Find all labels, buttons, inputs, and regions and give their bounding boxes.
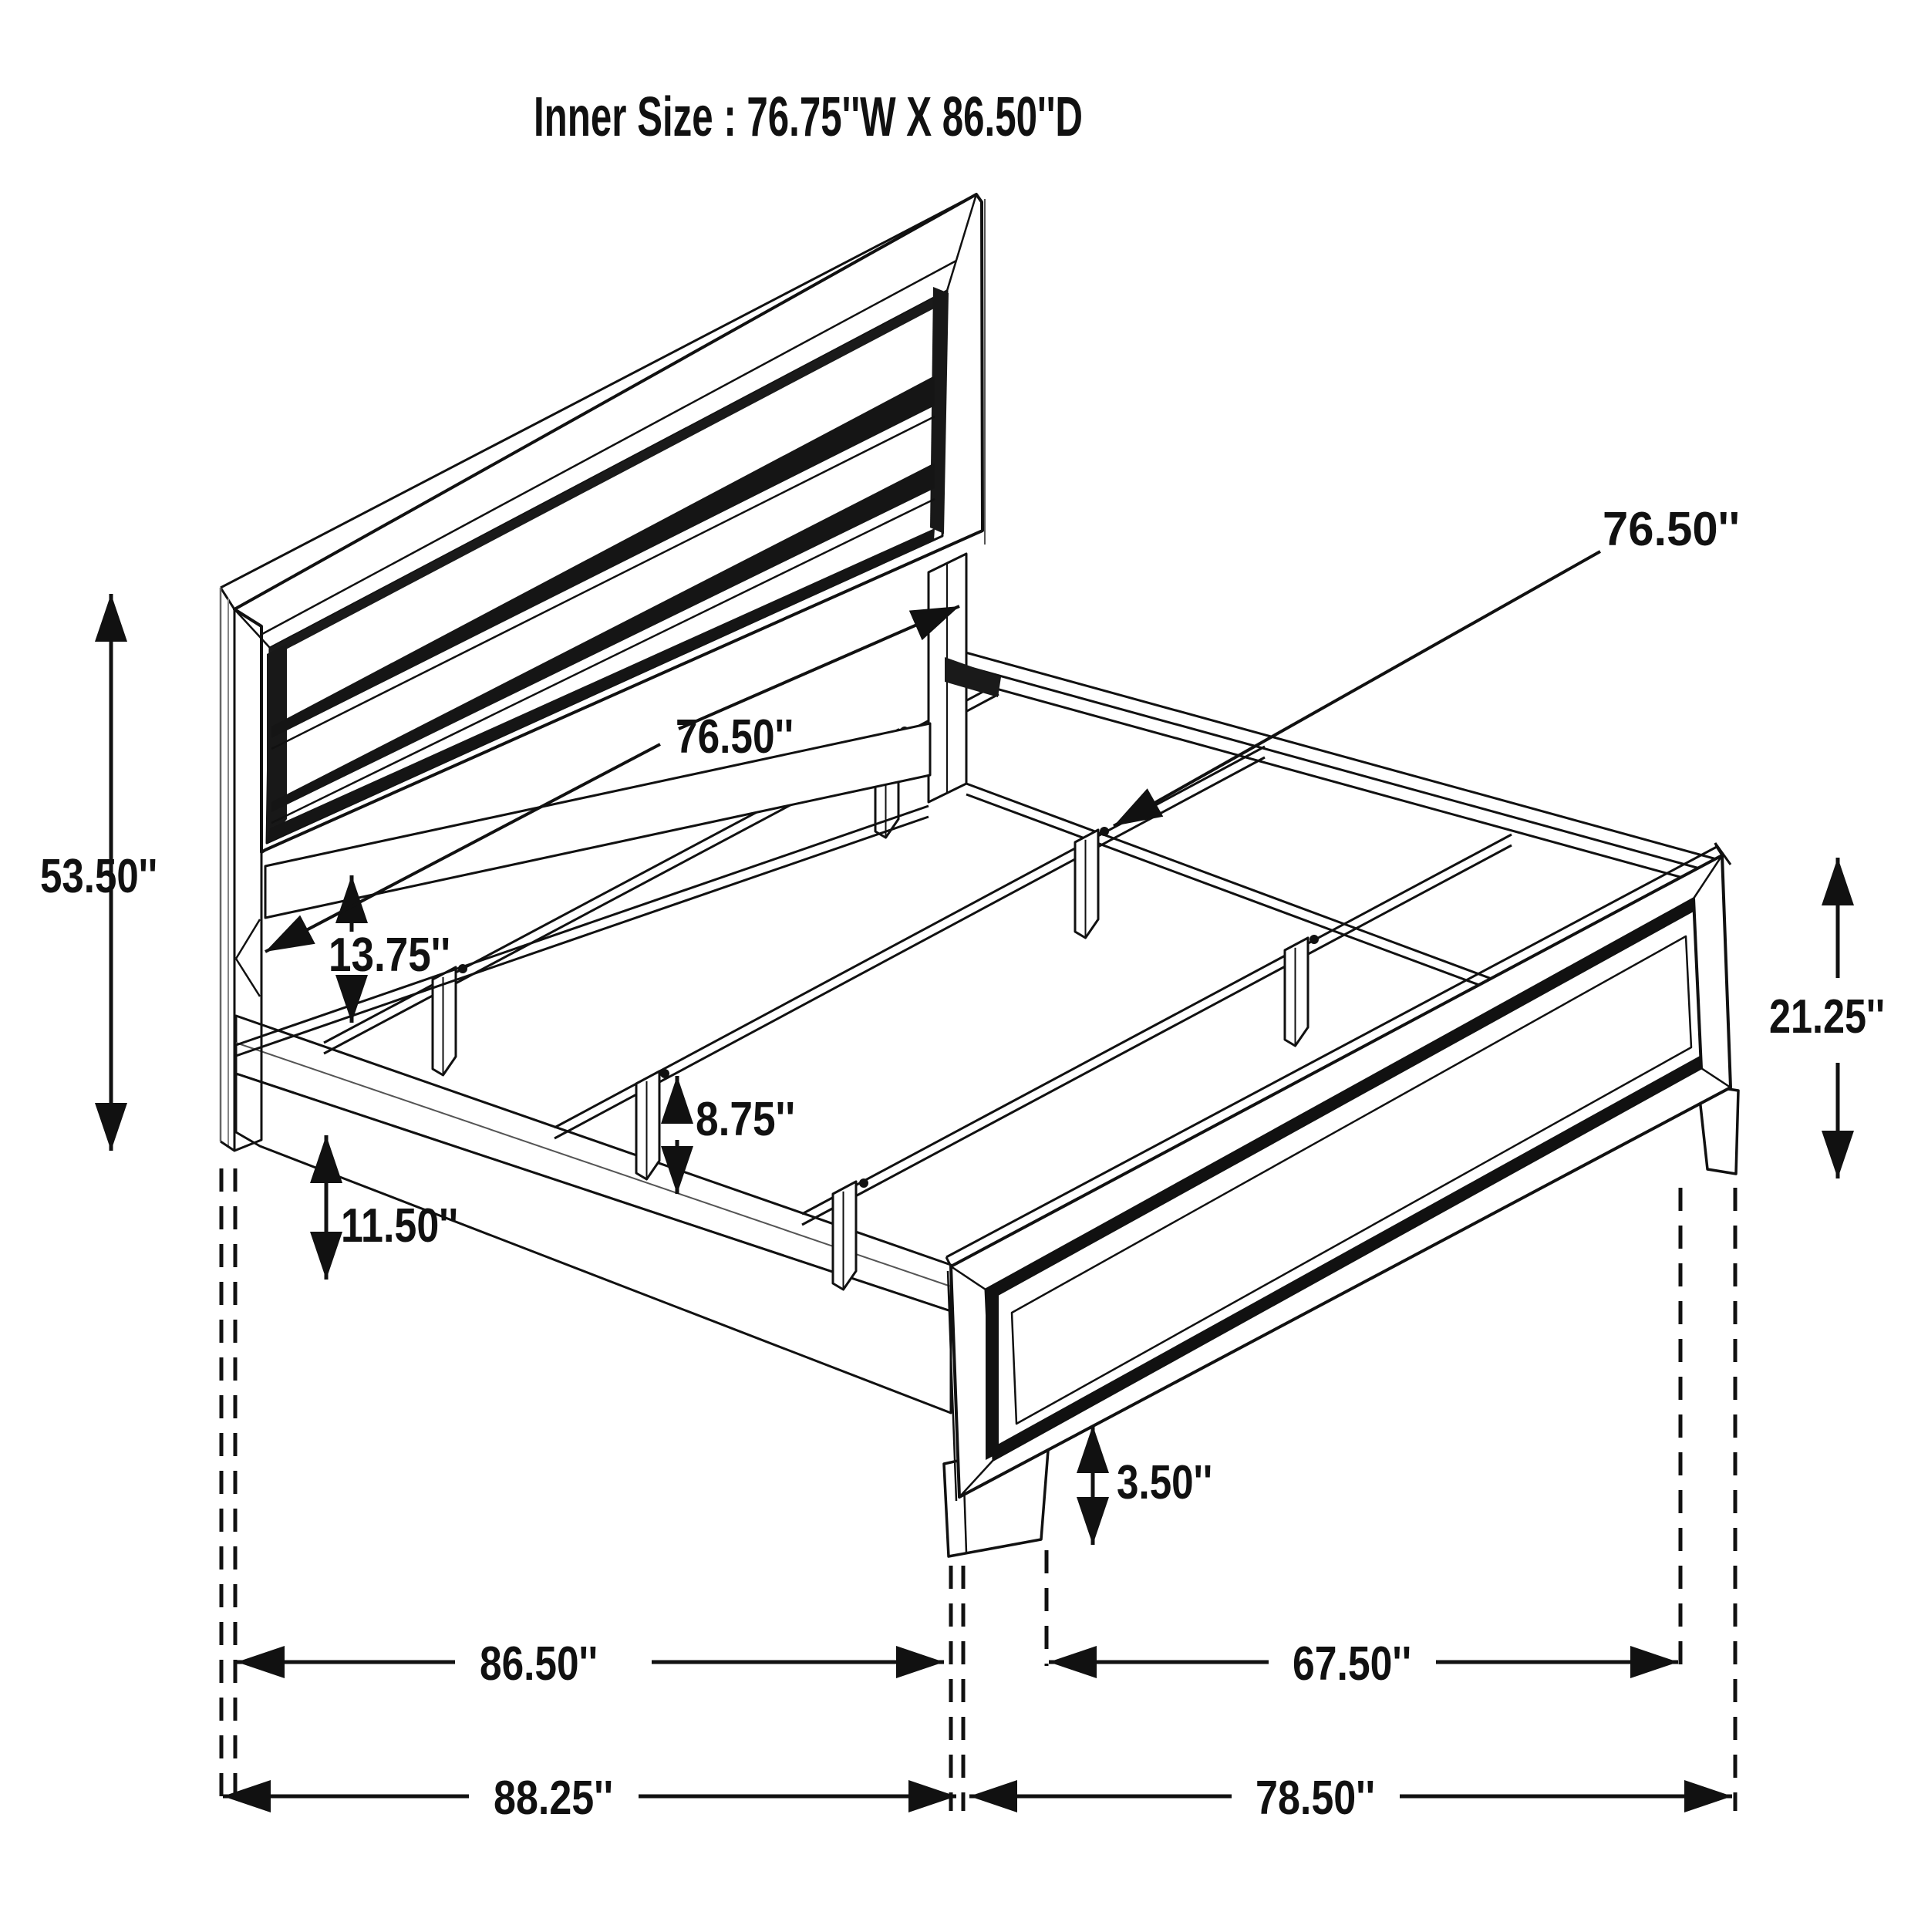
svg-text:78.50'': 78.50'' — [1256, 1772, 1375, 1825]
svg-text:8.75'': 8.75'' — [696, 1093, 795, 1146]
svg-text:53.50'': 53.50'' — [40, 850, 157, 903]
svg-text:13.75'': 13.75'' — [329, 929, 450, 982]
svg-text:3.50'': 3.50'' — [1117, 1456, 1212, 1509]
svg-text:76.50'': 76.50'' — [676, 710, 794, 764]
svg-text:88.25'': 88.25'' — [494, 1772, 613, 1825]
svg-text:86.50'': 86.50'' — [480, 1637, 598, 1691]
svg-text:21.25'': 21.25'' — [1769, 990, 1885, 1044]
svg-text:11.50'': 11.50'' — [341, 1199, 458, 1253]
svg-text:Inner Size : 76.75''W X 86.50': Inner Size : 76.75''W X 86.50''D — [534, 86, 1083, 148]
svg-text:76.50'': 76.50'' — [1603, 503, 1740, 556]
svg-text:67.50'': 67.50'' — [1293, 1637, 1411, 1691]
